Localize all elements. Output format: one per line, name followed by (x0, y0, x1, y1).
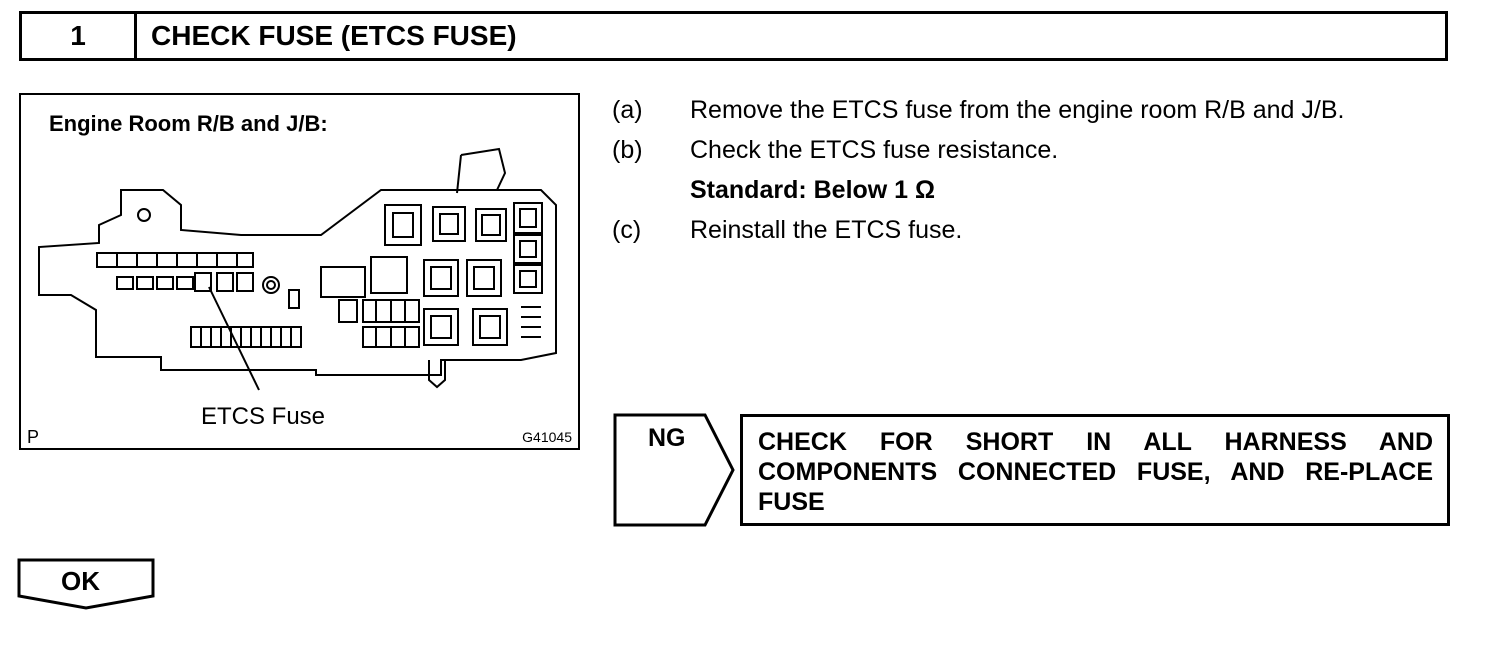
etcs-fuse-callout: ETCS Fuse (201, 403, 326, 430)
instruction-b: (b) Check the ETCS fuse resistance. Stan… (612, 130, 1450, 210)
instruction-letter: (b) (612, 136, 643, 164)
instruction-letter: (c) (612, 216, 642, 244)
relay-block-drawing (38, 147, 557, 391)
step-header: 1 CHECK FUSE (ETCS FUSE) (19, 11, 1448, 61)
figure-title: Engine Room R/B and J/B: (49, 111, 328, 136)
ng-action-box: CHECK FOR SHORT IN ALL HARNESS AND COMPO… (740, 414, 1450, 526)
step-number: 1 (22, 14, 137, 58)
ng-arrow-icon (613, 413, 735, 527)
instruction-b-text: Check the ETCS fuse resistance. (690, 136, 1059, 164)
instruction-letter: (a) (612, 96, 643, 124)
ng-label: NG (648, 424, 686, 452)
step-title: CHECK FUSE (ETCS FUSE) (151, 20, 517, 51)
instruction-list: (a) Remove the ETCS fuse from the engine… (612, 90, 1450, 250)
fuse-box-figure: Engine Room R/B and J/B: ETCS Fuse P G41… (19, 93, 580, 450)
standard-value: Standard: Below 1 Ω (690, 176, 936, 204)
figure-code: G41045 (522, 429, 572, 445)
instruction-c: (c) Reinstall the ETCS fuse. (612, 210, 1450, 250)
instruction-text: Reinstall the ETCS fuse. (690, 216, 963, 244)
ok-label: OK (61, 566, 100, 596)
instruction-a: (a) Remove the ETCS fuse from the engine… (612, 90, 1450, 130)
instruction-text: Remove the ETCS fuse from the engine roo… (690, 96, 1345, 124)
instruction-text: Check the ETCS fuse resistance. Standard… (690, 130, 1450, 210)
ok-arrow-icon (17, 558, 155, 610)
figure-corner-mark: P (27, 427, 40, 447)
